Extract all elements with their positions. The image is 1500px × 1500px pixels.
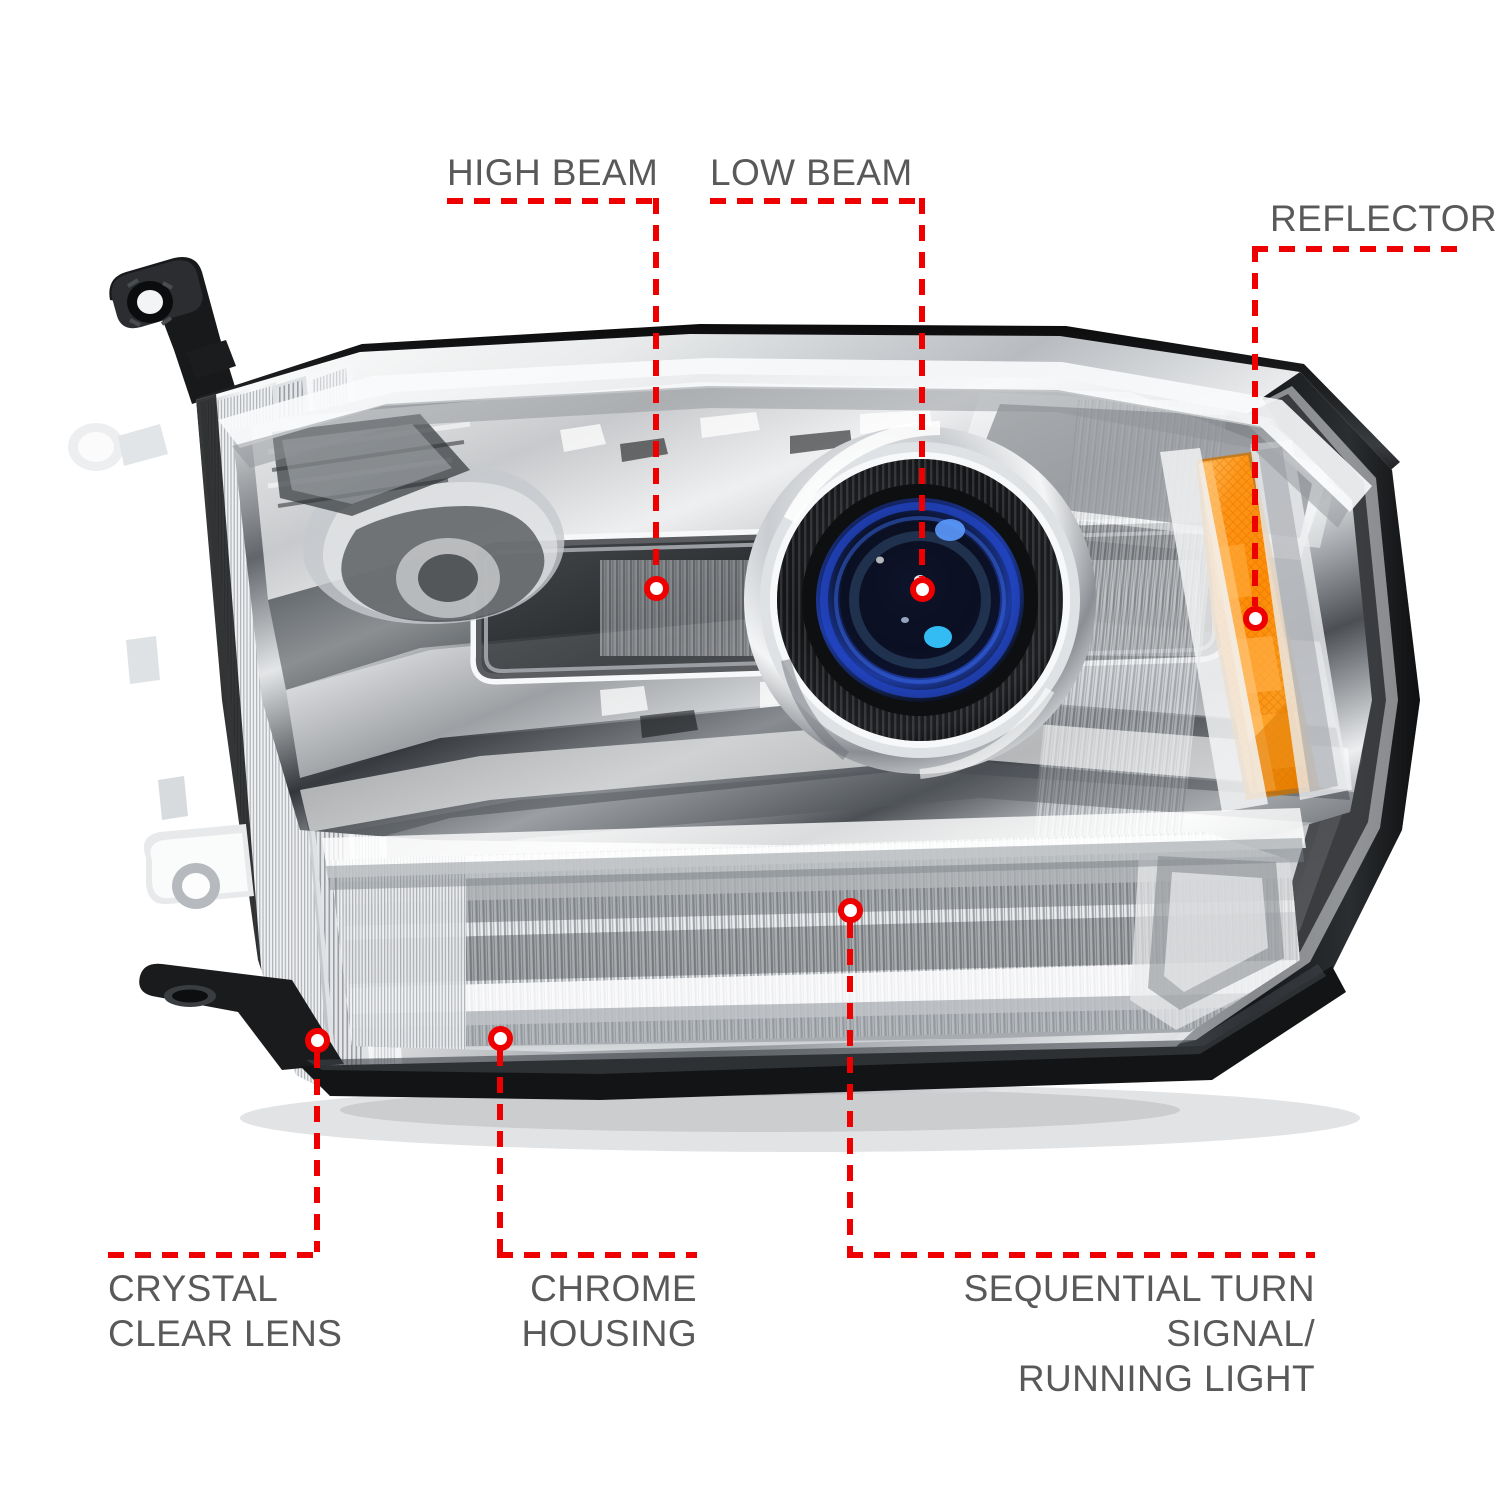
leader-line-high-beam-horizontal: [447, 198, 659, 204]
chamber-divider-shade: [326, 838, 1304, 890]
callout-dot-sequential-turn-signal: [838, 898, 863, 923]
callout-label-reflector: REFLECTOR: [1270, 198, 1498, 239]
leader-line-crystal-clear-lens-horizontal: [108, 1252, 320, 1258]
projector-low-beam: [744, 421, 1096, 779]
amber-outer-chrome-shade: [1258, 447, 1338, 792]
leader-line-high-beam-vertical: [653, 198, 659, 576]
upper-mounting-tab: [109, 256, 236, 404]
lower-mounting-tab: [139, 963, 344, 1070]
leader-line-chrome-housing-horizontal: [497, 1252, 697, 1258]
side-bolt-boss: [143, 824, 254, 909]
leader-line-low-beam-horizontal: [710, 198, 922, 204]
leader-line-reflector-vertical: [1252, 246, 1258, 606]
leader-line-crystal-clear-lens-vertical: [314, 1052, 320, 1252]
lens-clip-lower: [158, 776, 188, 820]
callout-label-high-beam: HIGH BEAM: [447, 152, 659, 193]
callout-dot-chrome-housing: [488, 1026, 513, 1051]
callout-dot-reflector: [1243, 606, 1268, 631]
lower-seal-highlight: [306, 964, 1326, 1074]
lens-clip-upper: [126, 636, 160, 684]
amber-chrome-surround: [1160, 448, 1268, 812]
callout-dot-crystal-clear-lens: [305, 1028, 330, 1053]
leader-line-chrome-housing-vertical: [497, 1050, 503, 1252]
drop-shadow: [240, 1084, 1360, 1152]
callout-dot-high-beam: [644, 576, 669, 601]
callout-label-crystal-clear-lens: CRYSTAL CLEAR LENS: [108, 1268, 343, 1354]
callout-label-low-beam: LOW BEAM: [710, 152, 913, 193]
leader-line-low-beam-vertical: [919, 198, 925, 577]
upper-side-boss: [68, 423, 168, 471]
leader-line-reflector-horizontal: [1252, 246, 1464, 252]
callout-dot-low-beam: [910, 577, 935, 602]
leader-line-sequential-turn-signal-horizontal: [847, 1252, 1315, 1258]
leader-line-sequential-turn-signal-vertical: [847, 922, 853, 1252]
chamber-divider-highlight: [322, 808, 1306, 878]
turn-signal-running-light-bar: [330, 832, 1300, 1052]
callout-label-sequential-turn-signal: SEQUENTIAL TURN SIGNAL/ RUNNING LIGHT: [963, 1268, 1315, 1399]
callout-label-chrome-housing: CHROME HOUSING: [521, 1268, 697, 1354]
